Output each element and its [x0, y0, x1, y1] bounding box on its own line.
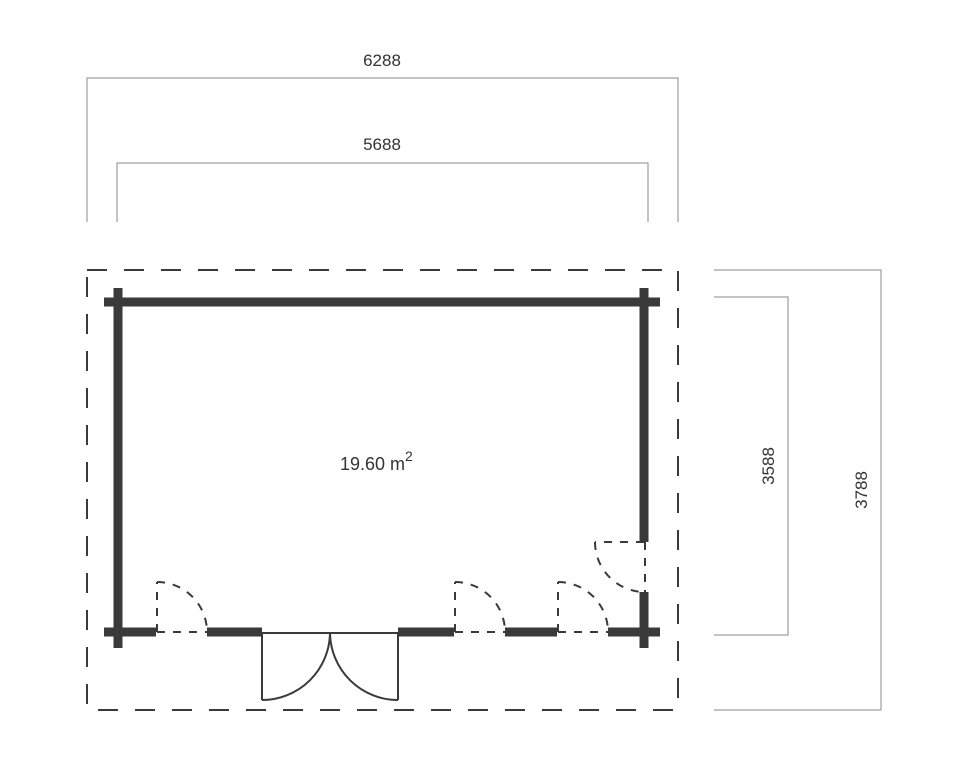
window-bottom-right — [557, 581, 609, 633]
dimension-label-outer-depth: 3788 — [852, 471, 871, 509]
roof-overhang-outline — [86, 269, 679, 711]
room-area-label: 19.60 m2 — [340, 448, 413, 474]
window-bottom-middle — [454, 581, 506, 633]
dimension-label-inner-depth: 3588 — [759, 447, 778, 485]
dimension-label-inner-width: 5688 — [363, 135, 401, 154]
dimension-label-outer-width: 6288 — [363, 51, 401, 70]
walls — [104, 288, 660, 648]
double-door — [261, 632, 399, 701]
window-right-wall — [594, 541, 646, 593]
dimension-line-outer-width — [86, 77, 679, 222]
dimension-line-inner-width — [116, 162, 649, 222]
window-bottom-left — [156, 581, 208, 633]
dimension-line-inner-depth — [714, 296, 789, 636]
dimension-line-outer-depth — [714, 269, 882, 711]
